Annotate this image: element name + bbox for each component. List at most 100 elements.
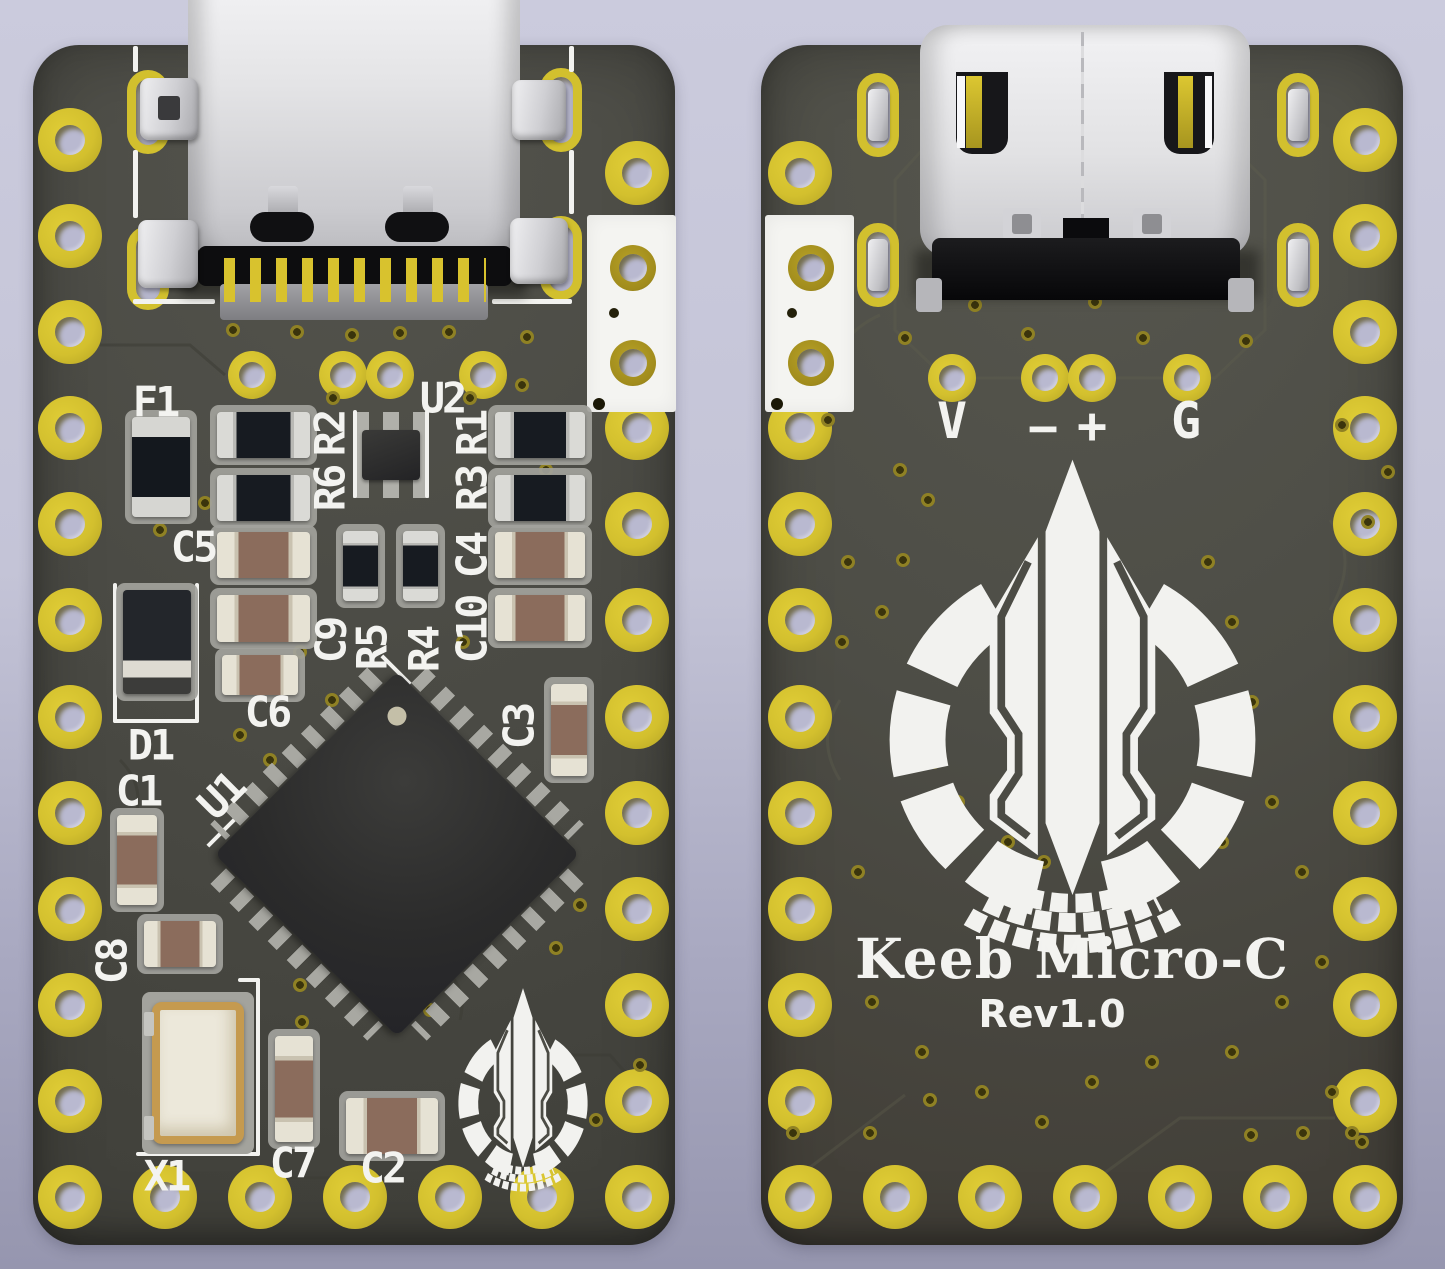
component-D1 — [123, 590, 191, 694]
component-F1 — [132, 417, 190, 517]
silkscreen-line — [136, 1152, 260, 1156]
through-hole-pad — [768, 1069, 832, 1133]
usb-shield-clip — [510, 218, 568, 284]
designator-label-R5: R5 — [347, 625, 397, 671]
via — [851, 865, 865, 879]
through-hole-pad — [605, 1165, 669, 1229]
through-hole-pad — [38, 877, 102, 941]
component-C9 — [217, 595, 310, 642]
via — [1136, 331, 1150, 345]
pad-hole — [1174, 365, 1200, 391]
through-hole-pad — [38, 108, 102, 172]
silkscreen-line — [425, 410, 429, 498]
pad-hole — [55, 605, 85, 635]
panel-dot — [771, 398, 783, 410]
pad-hole — [880, 1182, 910, 1212]
via — [198, 496, 212, 510]
pad-hole — [55, 702, 85, 732]
via — [1295, 865, 1309, 879]
pad-hole — [619, 349, 647, 377]
pad-hole — [1350, 990, 1380, 1020]
silkscreen-line — [238, 978, 260, 982]
breakout-hole — [1163, 354, 1211, 402]
via — [915, 1045, 929, 1059]
usb-pins — [224, 258, 486, 302]
component-R5 — [343, 531, 378, 601]
via — [896, 553, 910, 567]
via — [515, 378, 529, 392]
pad-hole — [55, 317, 85, 347]
pad-hole — [55, 413, 85, 443]
pad-hole — [55, 509, 85, 539]
via — [1335, 418, 1349, 432]
via — [865, 995, 879, 1009]
pad-hole — [785, 158, 815, 188]
board-revision: Rev1.0 — [978, 992, 1126, 1036]
via — [968, 298, 982, 312]
usb-cutout-hl — [1205, 76, 1212, 148]
pad-hole — [622, 894, 652, 924]
pad-hole — [622, 509, 652, 539]
through-hole-pad — [768, 1165, 832, 1229]
via — [633, 1058, 647, 1072]
through-hole-pad — [605, 877, 669, 941]
designator-label-D1: D1 — [127, 720, 176, 770]
pad-hole — [1165, 1182, 1195, 1212]
pad-hole — [1350, 702, 1380, 732]
pad-hole — [1350, 125, 1380, 155]
through-hole-pad — [323, 1165, 387, 1229]
pad-hole — [55, 1182, 85, 1212]
designator-label-C1: C1 — [115, 766, 164, 816]
via — [786, 1126, 800, 1140]
via — [293, 978, 307, 992]
via — [863, 1126, 877, 1140]
pad-hole — [619, 254, 647, 282]
through-hole-pad — [605, 781, 669, 845]
component-C4 — [495, 532, 585, 578]
designator-label-C10: C10 — [447, 596, 497, 664]
usb-cutout-pin — [1178, 76, 1193, 148]
through-hole-pad — [1333, 108, 1397, 172]
component-C10 — [495, 595, 585, 641]
through-hole-pad — [38, 973, 102, 1037]
designator-label-R2: R2 — [305, 411, 355, 457]
pad-hole — [340, 1182, 370, 1212]
component-R1 — [495, 412, 585, 458]
pad-hole — [55, 894, 85, 924]
pad-hole — [622, 605, 652, 635]
component-C3 — [551, 684, 587, 776]
designator-label-C4: C4 — [447, 533, 497, 579]
via — [893, 463, 907, 477]
pad-hole — [1079, 365, 1105, 391]
pad-hole — [785, 1182, 815, 1212]
component-R4 — [403, 531, 438, 601]
pad-hole — [622, 1086, 652, 1116]
through-hole-pad — [38, 685, 102, 749]
pin-label-g: G — [1170, 392, 1202, 450]
through-hole-pad — [1333, 877, 1397, 941]
pad-hole — [330, 362, 356, 388]
pad-hole — [239, 362, 265, 388]
component-R3 — [495, 475, 585, 521]
via — [1021, 327, 1035, 341]
designator-label-R6: R6 — [305, 466, 355, 512]
panel-dot — [787, 308, 797, 318]
via — [1381, 465, 1395, 479]
shield-tab — [868, 89, 888, 141]
via — [1225, 615, 1239, 629]
component-C2 — [346, 1098, 438, 1154]
keeb-shield-logo-svg — [458, 988, 588, 1192]
pad-hole — [785, 413, 815, 443]
pad-hole — [785, 702, 815, 732]
through-hole-pad — [863, 1165, 927, 1229]
mounting-slot — [857, 223, 899, 307]
silkscreen-line — [133, 299, 215, 304]
mounting-slot — [857, 73, 899, 157]
through-hole-pad — [768, 973, 832, 1037]
pad-hole — [1350, 1086, 1380, 1116]
via — [1085, 1075, 1099, 1089]
through-hole-pad — [38, 588, 102, 652]
through-hole-pad — [38, 1069, 102, 1133]
through-hole-pad — [1243, 1165, 1307, 1229]
through-hole-pad — [38, 492, 102, 556]
